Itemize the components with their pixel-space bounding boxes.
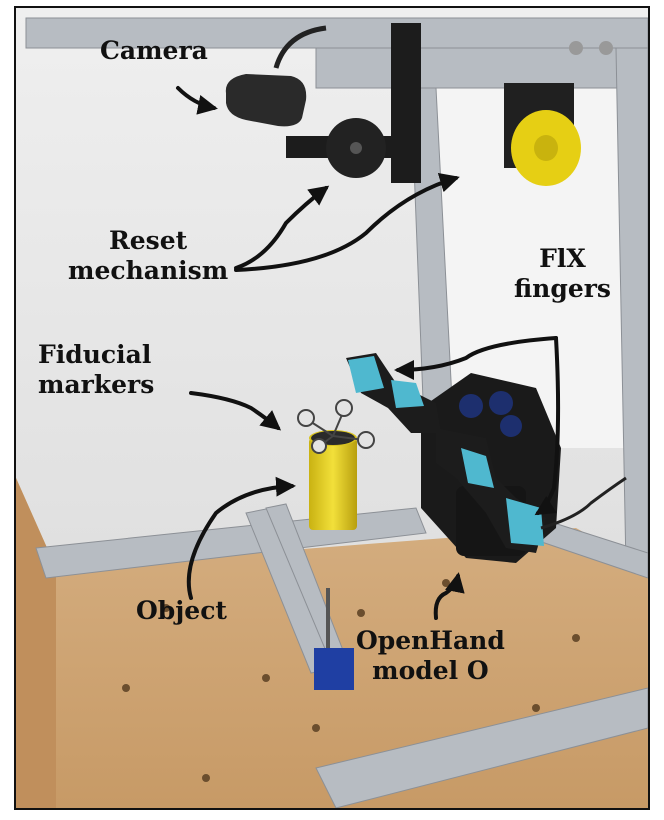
yellow-object [309, 430, 357, 530]
fiducial-label-line2: markers [38, 370, 155, 399]
flx-fingers [346, 353, 546, 553]
object-label: Object [136, 596, 227, 626]
robot-setup-photo [16, 8, 648, 808]
flx-arrow-bottom [534, 336, 561, 516]
openhand-arrow [433, 572, 465, 620]
reset-arrow-right [234, 173, 460, 272]
fiducial-label-line1: Fiducial [38, 340, 152, 369]
reset-mechanism-label: Reset mechanism [68, 226, 228, 286]
fiducial-markers-label: Fiducial markers [38, 340, 154, 400]
flx-arrow-top [394, 336, 558, 380]
flx-fingers-label: FlX fingers [514, 244, 611, 304]
cable [540, 476, 627, 530]
camera-label: Camera [100, 36, 208, 66]
object-arrow [186, 476, 296, 600]
photo-frame: Camera Reset mechanism FlX fingers Fiduc… [14, 6, 650, 810]
reset-arrow-left [234, 185, 330, 270]
camera-arrow [176, 86, 218, 115]
annotation-arrows [176, 86, 561, 620]
openhand-label-line2: model O [372, 656, 489, 685]
flx-label-line2: fingers [514, 274, 611, 303]
reset-mechanism-parts [286, 23, 613, 186]
openhand-label: OpenHand model O [356, 626, 505, 686]
reset-label-line2: mechanism [68, 256, 229, 285]
camera-label-text: Camera [100, 36, 208, 65]
object-label-text: Object [136, 596, 227, 625]
blue-block-arm [314, 588, 354, 690]
reset-label-line1: Reset [108, 226, 188, 255]
camera-device [225, 25, 327, 127]
openhand-label-line1: OpenHand [356, 626, 505, 655]
fiducial-marker-balls [297, 399, 375, 454]
fiducial-arrow [189, 391, 282, 431]
flx-label-line1: FlX [539, 244, 586, 273]
